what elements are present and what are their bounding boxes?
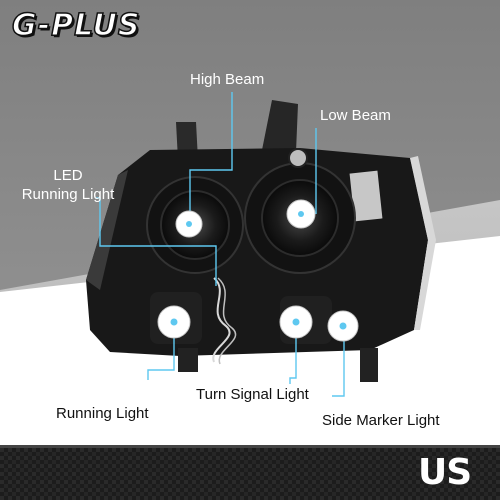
label-led-running-light: LED Running Light	[16, 166, 120, 204]
label-led-running-light-line1: LED	[53, 167, 83, 184]
carbon-strip	[0, 447, 500, 500]
bulb-running-light-icon	[157, 305, 191, 339]
bulb-side-marker-icon	[327, 310, 359, 342]
label-turn-signal-light: Turn Signal Light	[196, 386, 309, 403]
label-side-marker-light: Side Marker Light	[322, 412, 440, 429]
bulb-turn-signal-icon	[279, 305, 313, 339]
label-low-beam: Low Beam	[320, 107, 391, 124]
callout-lines	[96, 92, 345, 397]
label-led-running-light-line2: Running Light	[21, 186, 115, 203]
bulb-high-beam-icon	[175, 210, 203, 238]
brand-logo: G-PLUS	[11, 7, 141, 44]
headlight-assembly	[86, 100, 436, 382]
bulb-low-beam-icon	[286, 199, 316, 229]
label-high-beam: High Beam	[190, 71, 265, 88]
label-running-light: Running Light	[56, 405, 149, 422]
us-badge: US	[418, 452, 472, 493]
